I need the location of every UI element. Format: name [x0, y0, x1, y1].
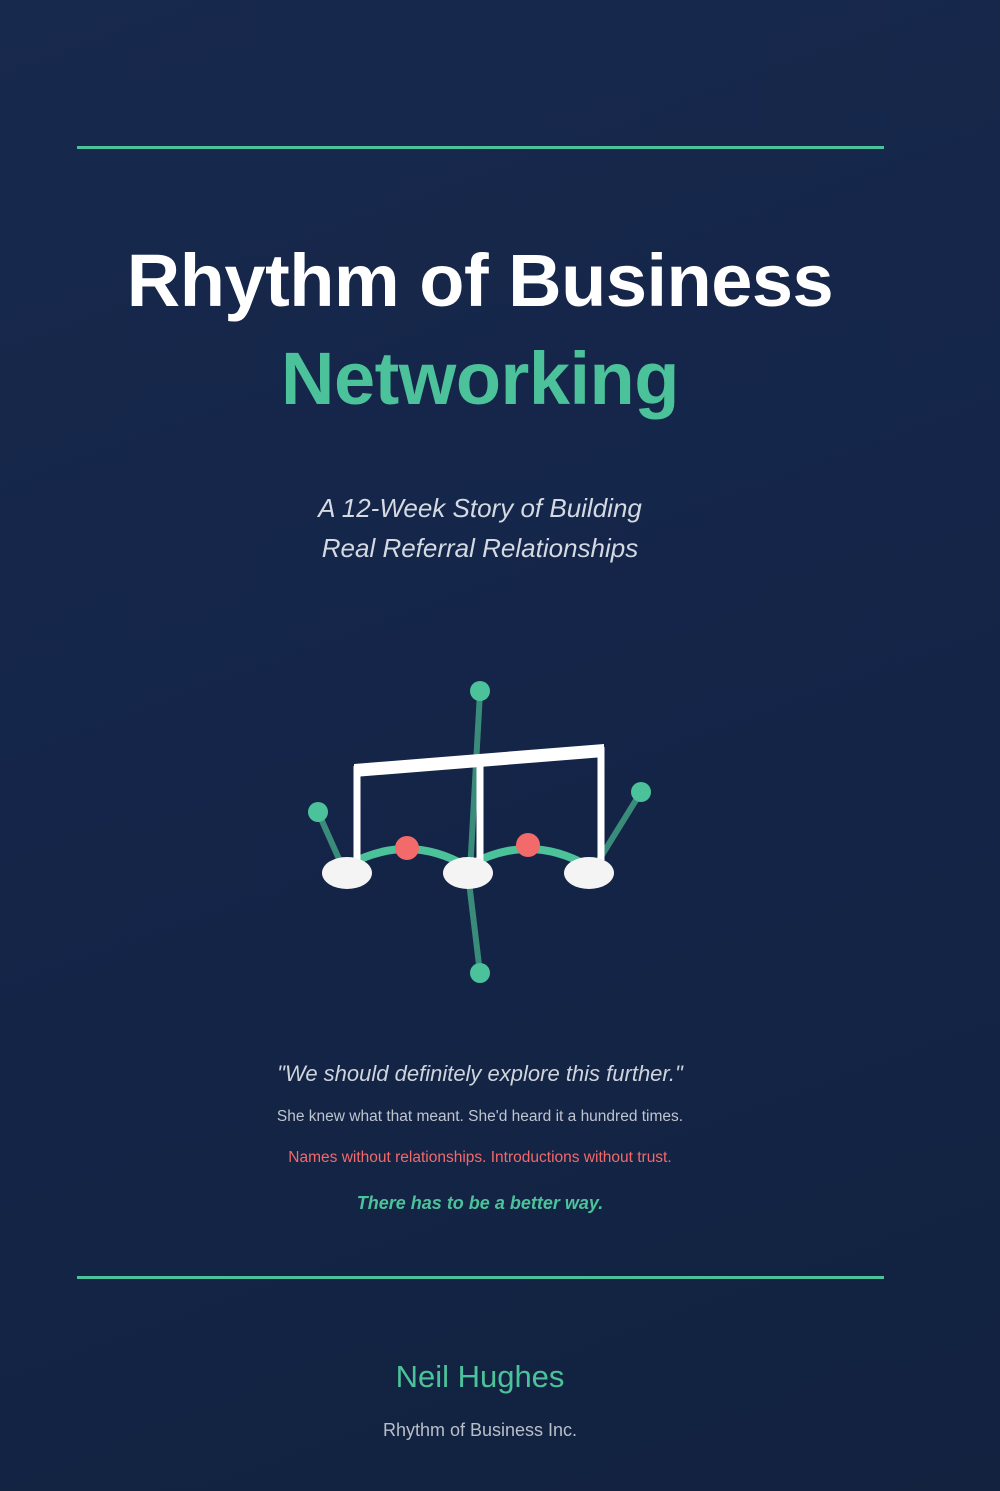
bottom-divider — [77, 1276, 884, 1279]
beam — [354, 744, 604, 777]
blurb-line-grey: She knew what that meant. She'd heard it… — [276, 1108, 684, 1125]
subtitle-line-1: A 12-Week Story of Building — [318, 493, 642, 523]
node-top — [470, 681, 490, 701]
node-left — [308, 802, 328, 822]
spoke-bottom — [465, 871, 483, 976]
title-line-2: Networking — [281, 337, 679, 420]
node-right — [631, 782, 651, 802]
dot-red-left — [395, 836, 419, 860]
note-head-middle — [443, 857, 493, 889]
tagline: There has to be a better way. — [356, 1193, 604, 1213]
spoke-top — [467, 689, 483, 875]
note-head-left — [322, 857, 372, 889]
title-line-1: Rhythm of Business — [126, 239, 834, 322]
quote: "We should definitely explore this furth… — [277, 1061, 683, 1086]
blurb-line-red: Names without relationships. Introductio… — [288, 1149, 672, 1166]
subtitle-line-2: Real Referral Relationships — [321, 533, 639, 563]
note-head-right — [564, 857, 614, 889]
node-bottom — [470, 963, 490, 983]
publisher-name: Rhythm of Business Inc. — [382, 1420, 578, 1440]
dot-red-right — [516, 833, 540, 857]
top-divider — [77, 146, 884, 149]
music-notes-network-icon — [308, 681, 651, 983]
author-name: Neil Hughes — [395, 1359, 565, 1394]
